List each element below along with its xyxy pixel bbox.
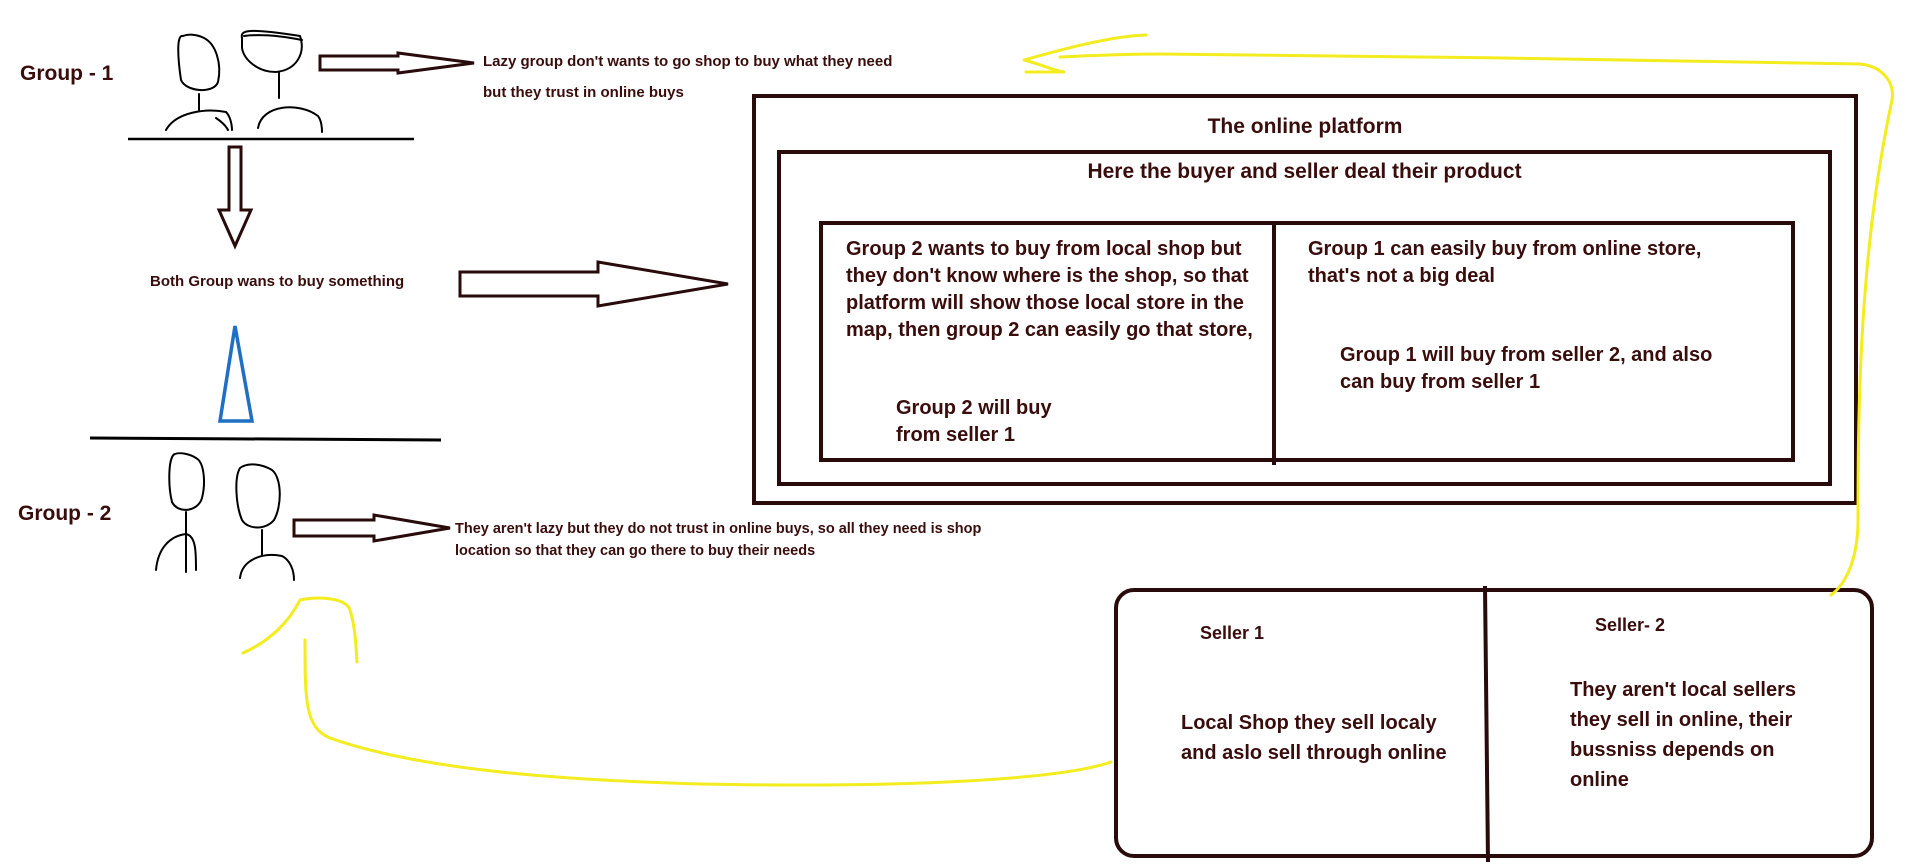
seller1-title: Seller 1 [1200,623,1265,643]
yellow-arrowhead-group1 [1022,33,1148,74]
yellow-connector-to-group1 [1058,52,1894,597]
group1-person-right-figure [240,29,323,133]
both-group-right-arrow [458,260,729,308]
platform-inner-box [777,150,1832,486]
platform-title: The online platform [1207,115,1403,138]
seller-box [1114,588,1874,858]
seller2-title: Seller- 2 [1595,615,1666,635]
group1-description-line2: but they trust in online buys [483,84,684,101]
blue-up-triangle [217,325,255,423]
group2-right-arrow [292,513,451,543]
platform-left-sub: Group 2 will buy from seller 1 [896,397,1052,446]
platform-inner-title: Here the buyer and seller deal their pro… [1087,160,1522,183]
group2-description: They aren't lazy but they do not trust i… [455,521,982,559]
group1-person-left-figure [165,33,233,131]
yellow-connector-to-group2 [303,638,1113,787]
group1-description-line1: Lazy group don't wants to go shop to buy… [483,53,893,70]
yellow-arrowhead-group2 [241,596,359,664]
seller2-text: They aren't local sellers they sell in o… [1570,679,1796,791]
down-arrow [216,145,254,250]
group1-label: Group - 1 [20,62,114,85]
group2-baseline [89,436,442,442]
platform-left-text: Group 2 wants to buy from local shop but… [846,238,1253,341]
seller1-text: Local Shop they sell localy and aslo sel… [1181,712,1447,764]
both-group-label: Both Group wans to buy something [150,273,405,290]
group2-label: Group - 2 [18,502,112,525]
platform-right-sub: Group 1 will buy from seller 2, and also… [1340,344,1713,393]
platform-right-text: Group 1 can easily buy from online store… [1308,238,1702,287]
platform-deal-box [819,221,1795,462]
group1-right-arrow [318,51,475,75]
platform-outer-box [752,94,1858,505]
seller-divider [1483,585,1490,863]
group2-person-left-figure [155,452,205,573]
group2-person-right-figure [235,463,295,581]
